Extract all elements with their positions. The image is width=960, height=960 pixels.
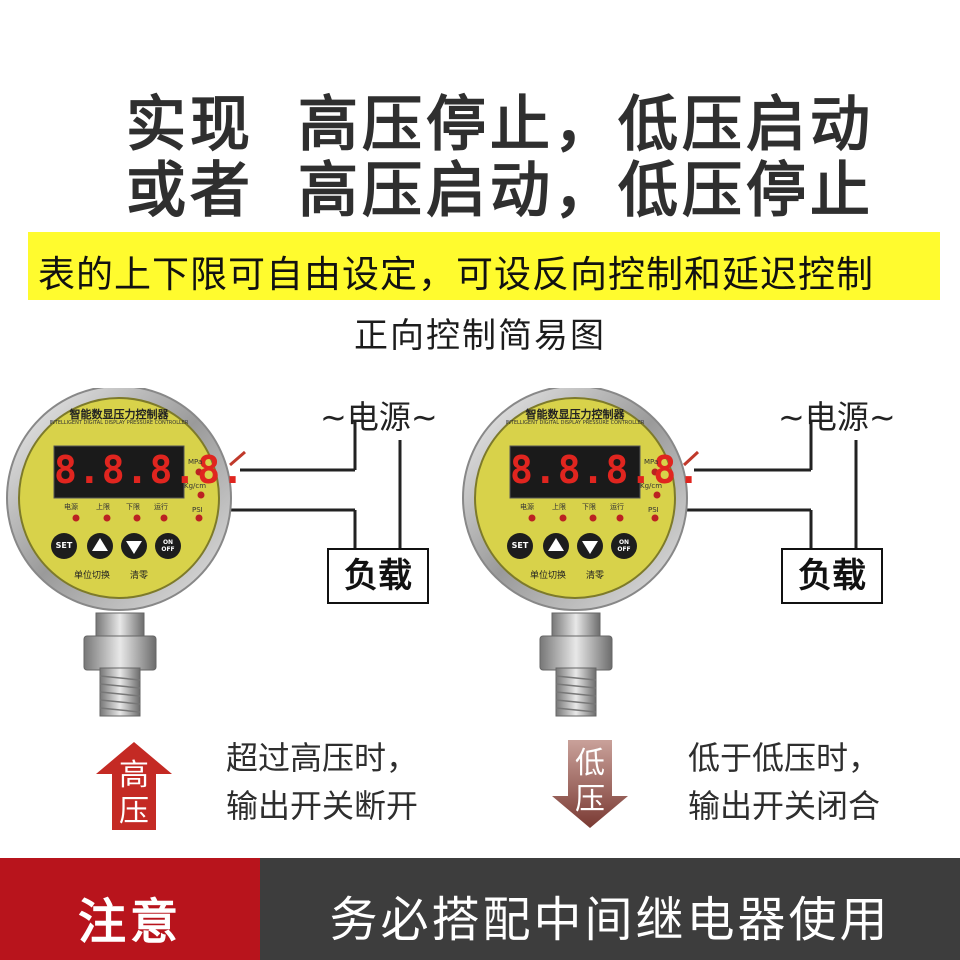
lcd-display-right: 8.8.8.8. <box>510 448 702 492</box>
arrow-up-icon <box>96 742 172 830</box>
feature-banner: 表的上下限可自由设定，可设反向控制和延迟控制 <box>28 232 940 300</box>
unit-label-psi: PSI <box>192 506 203 514</box>
low-note-line1: 低于低压时， <box>688 739 881 777</box>
arrow-down-icon <box>552 740 628 828</box>
unit-switch-label-right: 单位切换 <box>530 571 567 581</box>
unit-label-kgcm-right: Kg/cm <box>640 482 663 490</box>
power-label: ~电源~ <box>320 398 438 436</box>
unit-label-mpa-right: MPa <box>644 458 659 466</box>
set-button-right[interactable]: SET <box>511 541 529 550</box>
unit-label-psi-right: PSI <box>648 506 659 514</box>
footer-message-text: 务必搭配中间继电器使用 <box>329 892 891 948</box>
footer-message: 务必搭配中间继电器使用 <box>260 858 960 960</box>
zero-label-right: 清零 <box>586 571 605 581</box>
led-label-lower-right: 下限 <box>582 503 596 511</box>
power-label-right: ~电源~ <box>778 398 896 436</box>
left-wiring <box>229 420 402 550</box>
load-box: 负载 <box>327 548 429 604</box>
banner-text: 表的上下限可自由设定，可设反向控制和延迟控制 <box>38 253 874 296</box>
onoff-button[interactable]: ON OFF <box>161 539 175 553</box>
led-label-lower: 下限 <box>126 503 140 511</box>
set-button[interactable]: SET <box>55 541 73 550</box>
high-note-line2: 输出开关断开 <box>226 787 419 825</box>
headline-prefix-1: 实现 <box>126 90 254 160</box>
headline-text-2: 高压启动，低压停止 <box>298 156 874 226</box>
unit-switch-label: 单位切换 <box>74 571 111 581</box>
pressure-gauge-right: 智能数显压力控制器 INTELLIGENT DIGITAL DISPLAY PR… <box>460 385 702 718</box>
headline-prefix-2: 或者 <box>126 156 254 226</box>
high-note-line1: 超过高压时， <box>226 739 419 777</box>
right-diagram: ~电源~ 负载 <box>456 380 956 730</box>
gauge-graphic <box>6 385 232 717</box>
load-box-right: 负载 <box>781 548 883 604</box>
gauge-graphic-right <box>462 385 688 717</box>
zero-label: 清零 <box>130 571 149 581</box>
left-diagram: ~电源~ 负载 <box>0 380 480 730</box>
footer-notice: 注意 <box>0 858 260 960</box>
led-label-run: 运行 <box>154 503 168 511</box>
gauge-subtitle: INTELLIGENT DIGITAL DISPLAY PRESSURE CON… <box>49 420 189 426</box>
led-label-power: 电源 <box>64 503 78 511</box>
high-pressure-arrow-text: 高压 <box>112 758 156 830</box>
unit-label-kgcm: Kg/cm <box>184 482 207 490</box>
led-label-upper: 上限 <box>96 503 110 511</box>
gauge-title: 智能数显压力控制器 <box>69 408 169 421</box>
low-note-line2: 输出开关闭合 <box>688 787 881 825</box>
led-label-run-right: 运行 <box>610 503 624 511</box>
gauge-title-right: 智能数显压力控制器 <box>525 408 625 421</box>
low-arrow-label: 低压 <box>575 746 605 817</box>
onoff-button-right[interactable]: ON OFF <box>617 539 631 553</box>
diagram-title: 正向控制简易图 <box>354 316 606 356</box>
high-arrow-label: 高压 <box>119 758 149 829</box>
unit-label-mpa: MPa <box>188 458 203 466</box>
gauge-subtitle-right: INTELLIGENT DIGITAL DISPLAY PRESSURE CON… <box>505 420 645 426</box>
right-wiring <box>682 420 858 550</box>
led-label-upper-right: 上限 <box>552 503 566 511</box>
footer-notice-label: 注意 <box>77 894 182 950</box>
pressure-gauge: 智能数显压力控制器 INTELLIGENT DIGITAL DISPLAY PR… <box>4 385 246 718</box>
lcd-display: 8.8.8.8. <box>54 448 246 492</box>
low-pressure-arrow-text: 低压 <box>568 746 612 818</box>
led-label-power-right: 电源 <box>520 503 534 511</box>
headline-text-1: 高压停止，低压启动 <box>298 90 874 160</box>
